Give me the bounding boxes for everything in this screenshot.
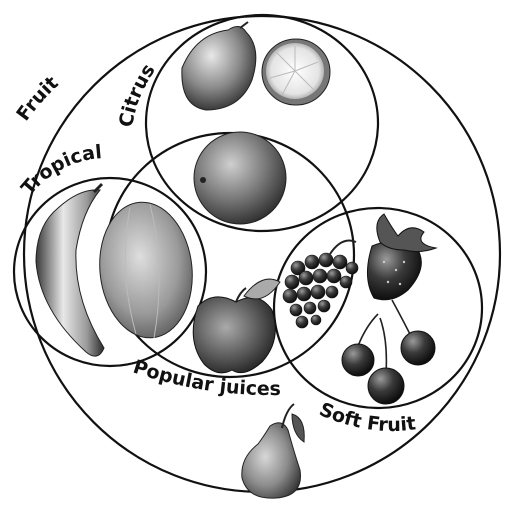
grapes-icon [283,241,358,329]
cherries-icon [342,300,435,404]
citrus-label: Citrus [115,60,160,129]
soft-fruit-label: Soft Fruit [316,398,417,436]
fruit-label: Fruit [12,72,62,125]
strawberry-icon [367,214,436,300]
orange-half-icon [262,39,330,105]
apple-icon [193,279,280,373]
orange-icon [194,132,286,224]
fruit-set-circle [24,16,500,492]
pear-icon [242,404,304,498]
melon-icon [93,198,199,343]
banana-icon [36,184,104,356]
